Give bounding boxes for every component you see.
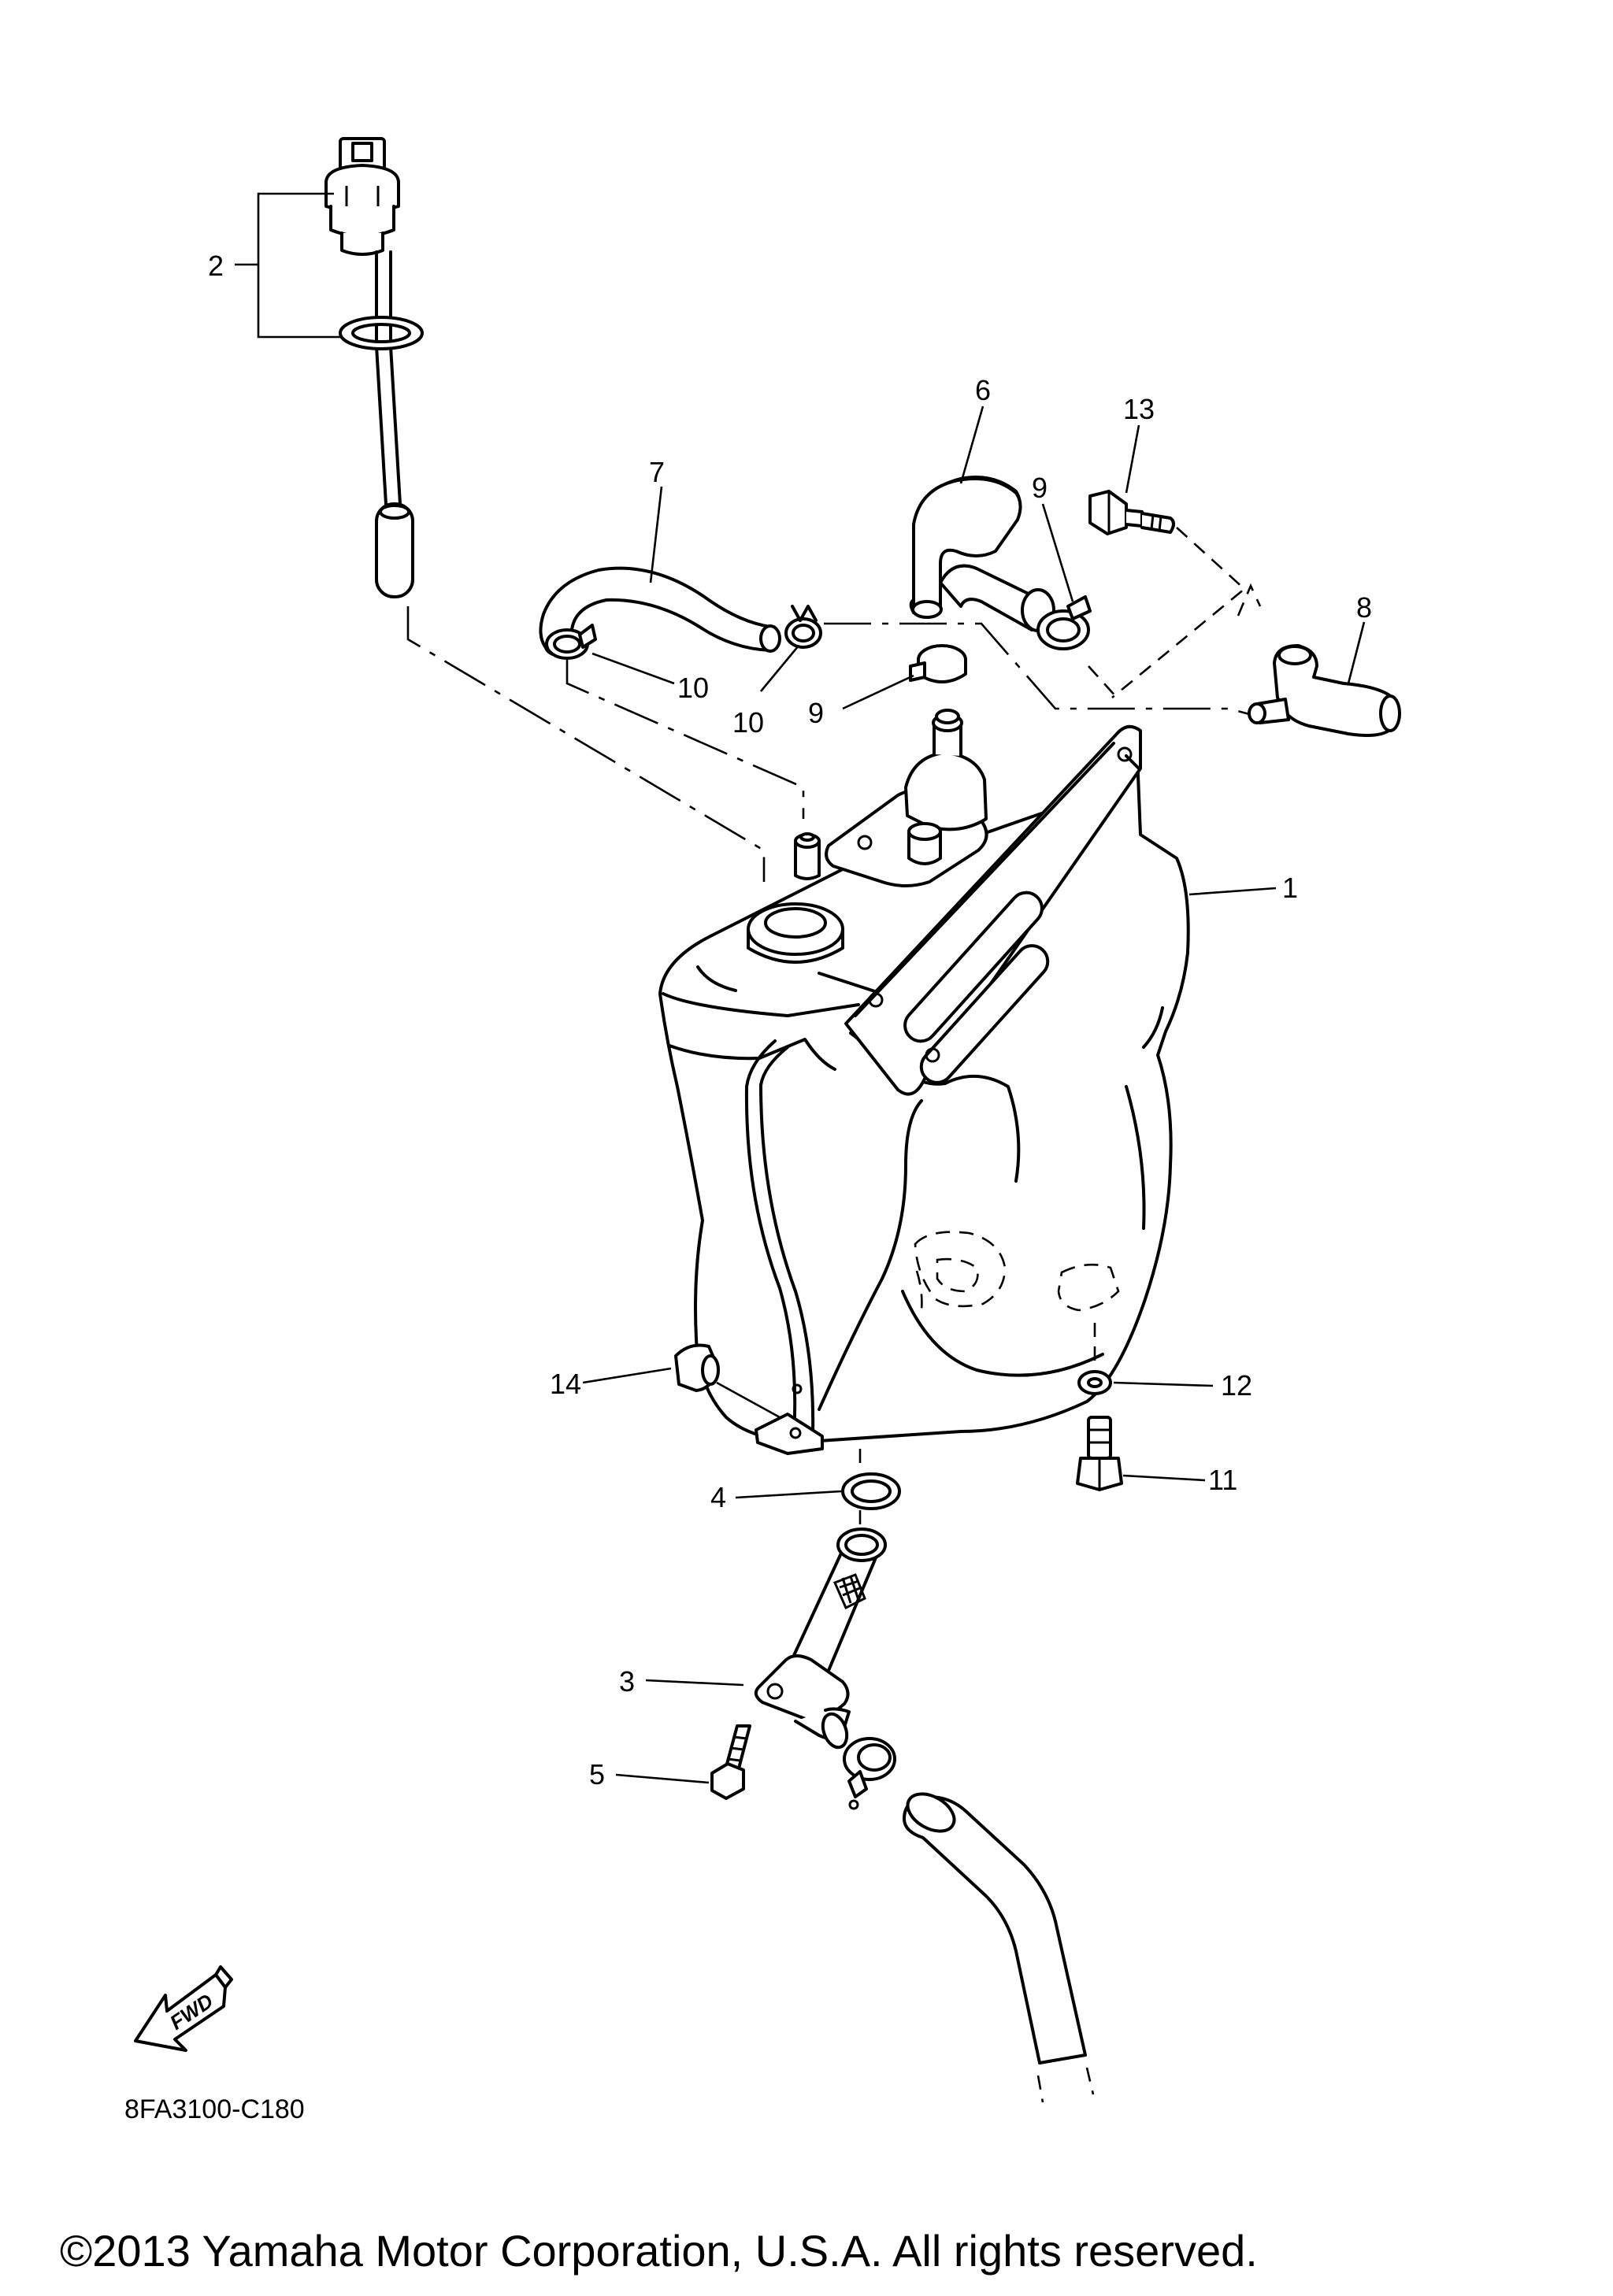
union-joint-8 <box>1248 644 1401 737</box>
callout-14: 14 <box>550 1368 581 1400</box>
outlet-hose <box>903 1792 1087 2065</box>
hose-clamp-9b <box>909 644 967 683</box>
callout-6: 6 <box>975 374 991 406</box>
callout-10b: 10 <box>732 706 764 739</box>
hose-clamp-10b <box>784 605 822 649</box>
callout-4: 4 <box>710 1481 726 1513</box>
callout-9b: 9 <box>808 697 824 729</box>
hose-6 <box>909 476 1055 632</box>
callout-2: 2 <box>208 250 224 282</box>
nut-14 <box>674 1343 720 1392</box>
oil-strainer-3 <box>754 1528 887 1750</box>
drain-bolt-11 <box>1076 1416 1123 1491</box>
oil-level-sensor <box>235 137 424 598</box>
bolt-5 <box>710 1724 751 1800</box>
hose-clamp-9a <box>1036 595 1092 650</box>
gasket-12 <box>1077 1370 1112 1395</box>
callout-1: 1 <box>1282 872 1298 904</box>
oil-tank <box>658 709 1190 1455</box>
callout-13: 13 <box>1123 393 1155 425</box>
callout-10a: 10 <box>677 672 709 704</box>
outlet-hose-clamp <box>843 1737 896 1810</box>
copyright-notice: ©2013 Yamaha Motor Corporation, U.S.A. A… <box>60 2226 1258 2276</box>
callout-3: 3 <box>619 1665 635 1698</box>
figure-code: 8FA3100-C180 <box>124 2094 305 2124</box>
hose-clamp-10a <box>545 624 597 660</box>
callout-5: 5 <box>589 1758 605 1791</box>
callout-12: 12 <box>1221 1369 1252 1402</box>
callout-8: 8 <box>1356 591 1372 624</box>
callout-9a: 9 <box>1032 472 1048 504</box>
bolt-13 <box>1088 490 1175 535</box>
callout-11: 11 <box>1208 1464 1237 1496</box>
o-ring-4 <box>841 1472 901 1510</box>
callout-7: 7 <box>649 456 665 488</box>
fwd-arrow-icon: FWD <box>134 1965 233 2052</box>
